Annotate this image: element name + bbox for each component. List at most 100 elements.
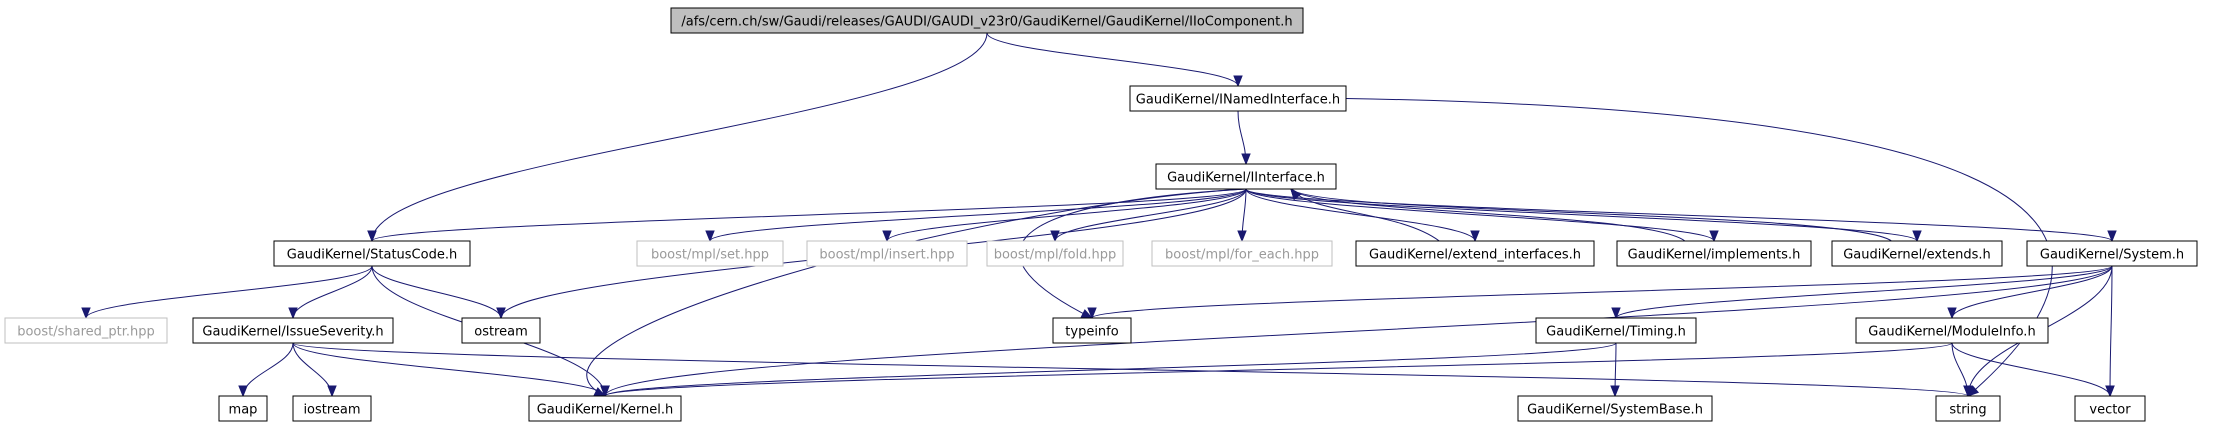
node-kernel[interactable]: GaudiKernel/Kernel.h: [528, 395, 682, 422]
edge-timing-to-kernel: [600, 342, 1617, 398]
edge-layer: [81, 32, 2117, 398]
edge-line: [604, 342, 1617, 397]
node-label: GaudiKernel/extend_interfaces.h: [1369, 248, 1581, 263]
node-issuesev[interactable]: GaudiKernel/IssueSeverity.h: [192, 317, 394, 344]
node-label: GaudiKernel/IssueSeverity.h: [202, 325, 383, 340]
node-systembase[interactable]: GaudiKernel/SystemBase.h: [1517, 395, 1713, 422]
node-box: [1831, 240, 2003, 267]
edge-line: [85, 265, 373, 319]
edge-iinterface-to-extends: [1245, 188, 1922, 243]
node-mplinsert[interactable]: boost/mpl/insert.hpp: [806, 240, 968, 267]
node-box: [806, 240, 968, 267]
edge-iinterface-to-extendif: [1245, 188, 1480, 243]
node-mplfold[interactable]: boost/mpl/fold.hpp: [986, 240, 1124, 267]
node-label: string: [1949, 403, 1986, 418]
node-label: boost/mpl/insert.hpp: [819, 248, 954, 263]
node-implements[interactable]: GaudiKernel/implements.h: [1616, 240, 1812, 267]
node-inamed[interactable]: GaudiKernel/INamedInterface.h: [1129, 85, 1347, 112]
edge-arrowhead: [1709, 230, 1719, 243]
edge-system-to-timing: [1611, 265, 2113, 320]
edge-statuscode-to-sharedptr: [81, 265, 373, 320]
node-box: [1155, 163, 1337, 190]
node-label: boost/mpl/for_each.hpp: [1165, 248, 1319, 263]
edge-arrowhead: [1237, 230, 1247, 243]
node-label: boost/shared_ptr.hpp: [17, 325, 155, 340]
edge-statuscode-to-ostream: [371, 265, 506, 320]
node-timing[interactable]: GaudiKernel/Timing.h: [1535, 317, 1697, 344]
edge-line: [371, 265, 502, 319]
node-string[interactable]: string: [1935, 395, 2001, 422]
node-label: boost/mpl/fold.hpp: [994, 248, 1117, 263]
edge-line: [242, 342, 294, 397]
node-typeinfo[interactable]: typeinfo: [1052, 317, 1132, 344]
edge-line: [886, 188, 1247, 242]
node-extends[interactable]: GaudiKernel/extends.h: [1831, 240, 2003, 267]
edge-line: [1345, 98, 2053, 397]
edge-arrowhead: [1290, 187, 1302, 201]
edge-arrowhead: [81, 307, 91, 320]
node-box: [1052, 317, 1132, 344]
node-extendif[interactable]: GaudiKernel/extend_interfaces.h: [1355, 240, 1595, 267]
edge-line: [1245, 188, 1918, 242]
node-box: [986, 240, 1124, 267]
node-sharedptr[interactable]: boost/shared_ptr.hpp: [4, 317, 168, 344]
edge-extendif-to-iinterface: [1290, 187, 1440, 242]
edge-arrowhead: [1610, 385, 1620, 398]
edge-system-to-moduleinfo: [1947, 265, 2113, 320]
edge-system-to-typeinfo: [1087, 265, 2113, 320]
node-ostream[interactable]: ostream: [461, 317, 541, 344]
node-box: [528, 395, 682, 422]
node-label: GaudiKernel/SystemBase.h: [1527, 403, 1703, 418]
edge-arrowhead: [1470, 230, 1480, 243]
edge-issuesev-to-kernel: [292, 342, 610, 398]
edge-arrowhead: [1963, 385, 1973, 398]
edge-arrowhead: [1611, 307, 1621, 320]
edge-iinterface-to-mplset: [705, 188, 1247, 243]
edge-arrowhead: [1233, 75, 1243, 88]
edge-line: [292, 265, 373, 319]
node-moduleinfo[interactable]: GaudiKernel/ModuleInfo.h: [1855, 317, 2049, 344]
node-box: [1517, 395, 1713, 422]
edge-line: [709, 188, 1247, 242]
edge-arrowhead: [327, 385, 337, 398]
edge-arrowhead: [600, 385, 610, 398]
edge-iinterface-to-system: [1245, 188, 2117, 243]
edge-arrowhead: [2105, 385, 2115, 398]
edge-issuesev-to-map: [238, 342, 294, 398]
node-box: [461, 317, 541, 344]
edge-arrowhead: [1947, 307, 1957, 320]
edge-iinterface-to-mplinsert: [882, 188, 1247, 243]
node-vector[interactable]: vector: [2074, 395, 2146, 422]
edge-statuscode-to-issuesev: [288, 265, 373, 320]
node-mplset[interactable]: boost/mpl/set.hpp: [636, 240, 784, 267]
node-box: [1935, 395, 2001, 422]
node-box: [1129, 85, 1347, 112]
node-label: GaudiKernel/ModuleInfo.h: [1868, 325, 2035, 340]
node-statuscode[interactable]: GaudiKernel/StatusCode.h: [273, 240, 471, 267]
edge-inamed-to-string: [1345, 98, 2053, 397]
node-label: GaudiKernel/Kernel.h: [537, 403, 674, 418]
edge-iinterface-to-mplfold: [1050, 188, 1247, 243]
edge-arrowhead: [882, 230, 892, 243]
node-label: GaudiKernel/System.h: [2040, 248, 2184, 263]
edge-line: [1091, 265, 2113, 319]
edge-inamed-to-iinterface: [1237, 110, 1251, 166]
edge-iinterface-to-implements: [1245, 188, 1719, 243]
node-system[interactable]: GaudiKernel/System.h: [2026, 240, 2198, 267]
node-mplforeach[interactable]: boost/mpl/for_each.hpp: [1151, 240, 1333, 267]
node-map[interactable]: map: [218, 395, 268, 422]
edge-line: [604, 342, 1953, 397]
edge-root-to-inamed: [986, 32, 1243, 88]
edge-iinterface-to-statuscode: [367, 188, 1247, 243]
edge-line: [1951, 265, 2113, 319]
edge-arrowhead: [1241, 153, 1251, 166]
node-root[interactable]: /afs/cern.ch/sw/Gaudi/releases/GAUDI/GAU…: [670, 7, 1304, 34]
node-iinterface[interactable]: GaudiKernel/IInterface.h: [1155, 163, 1337, 190]
edge-line: [371, 188, 1247, 242]
node-iostream[interactable]: iostream: [292, 395, 372, 422]
node-box: [292, 395, 372, 422]
edge-issuesev-to-iostream: [292, 342, 337, 398]
node-label: GaudiKernel/implements.h: [1628, 248, 1801, 263]
node-box: [636, 240, 784, 267]
